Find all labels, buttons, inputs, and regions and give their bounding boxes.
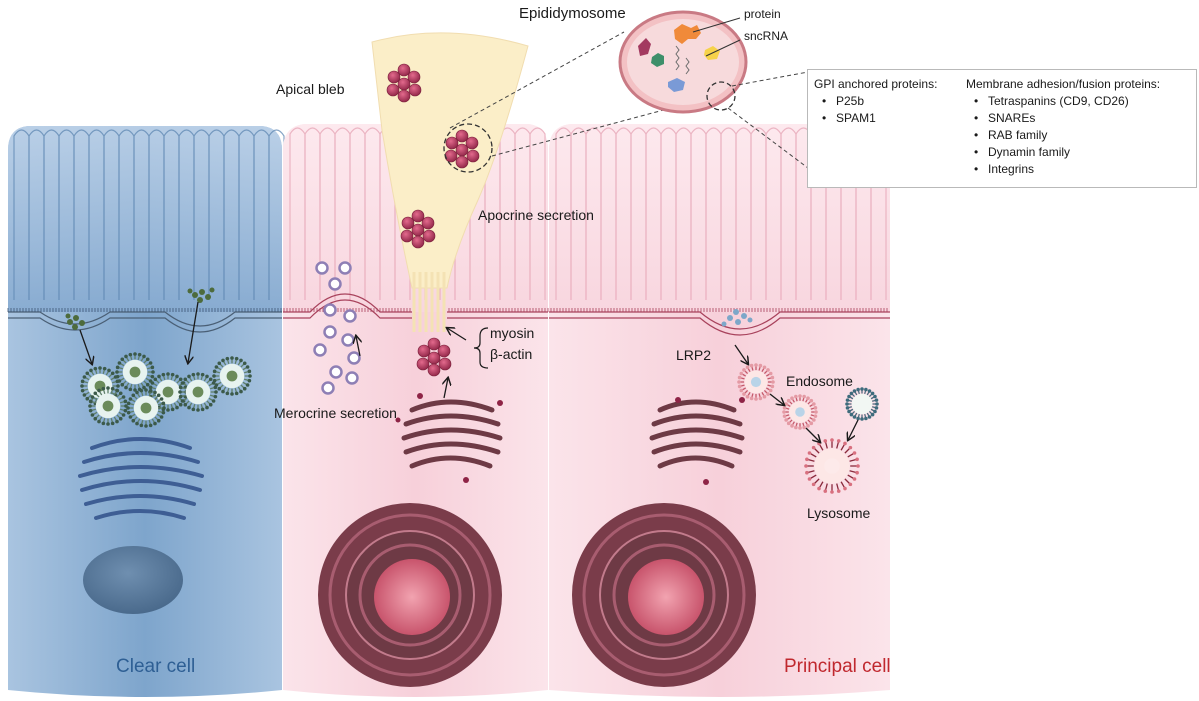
epididymosome-inset	[618, 10, 748, 114]
clear-cell-coated-vesicles	[80, 352, 252, 428]
clear-cell-vesicle-cluster-2	[187, 287, 215, 303]
clear-cell-arrow-2	[188, 301, 199, 363]
exosome-cluster	[444, 129, 480, 169]
apocrine-arrow-2	[444, 378, 448, 399]
membrane-column: Membrane adhesion/fusion proteins: Tetra…	[966, 77, 1160, 178]
beta-actin-label: β-actin	[490, 346, 533, 362]
gpi-item: SPAM1	[822, 110, 937, 127]
apocrine-arrow-1	[447, 328, 467, 341]
golgi-vesicles-right	[675, 397, 745, 485]
lrp2-label: LRP2	[676, 347, 712, 363]
clear-cell-membrane	[8, 311, 282, 333]
coated-vesicle	[80, 366, 120, 406]
actin-filaments	[412, 272, 446, 332]
membrane-item: RAB family	[974, 127, 1160, 144]
membrane-list: Tetraspanins (CD9, CD26) SNAREs RAB fami…	[966, 93, 1160, 178]
protein-icon	[638, 24, 720, 92]
coated-vesicle	[212, 356, 252, 396]
membrane-item: Tetraspanins (CD9, CD26)	[974, 93, 1160, 110]
merocrine-secretion-label: Merocrine secretion	[274, 405, 397, 421]
exosome-cluster	[400, 209, 436, 249]
clear-cell-nucleus	[83, 546, 183, 614]
sncrna-label: sncRNA	[744, 29, 789, 43]
coated-vesicle	[845, 387, 879, 421]
clear-cell-arrow-1	[79, 329, 92, 364]
membrane-title: Membrane adhesion/fusion proteins:	[966, 77, 1161, 91]
principal-nucleus-right	[572, 503, 756, 687]
protein-info-box: GPI anchored proteins: P25b SPAM1 Membra…	[807, 69, 1197, 188]
coated-vesicle	[178, 372, 218, 412]
endosome-vesicles	[737, 363, 879, 494]
apocrine-secretion-label: Apocrine secretion	[478, 207, 594, 223]
zoom-line-4	[727, 107, 809, 169]
myosin-actin-brace	[473, 327, 489, 369]
endosome	[782, 394, 818, 430]
bleb-zoom-circle	[443, 123, 493, 173]
exosome-cluster	[416, 337, 452, 377]
protein-label: protein	[744, 7, 781, 21]
exosome-cluster	[386, 63, 422, 103]
coated-vesicle	[126, 388, 166, 428]
clear-cell-vesicle-cluster-1	[65, 313, 85, 330]
myosin-label: myosin	[490, 325, 535, 341]
lrp2-arrow	[734, 344, 748, 364]
gpi-title: GPI anchored proteins:	[814, 77, 938, 91]
clear-cell-golgi	[78, 437, 204, 520]
protein-pointer	[692, 17, 741, 33]
principal-cell-label: Principal cell	[784, 656, 891, 677]
coated-vesicle	[88, 386, 128, 426]
clear-cell-label: Clear cell	[116, 656, 196, 677]
bleb-vesicle-clusters	[386, 63, 480, 377]
merocrine-arrow	[356, 336, 360, 357]
epididymosome-label: Epididymosome	[519, 5, 626, 22]
gpi-list: P25b SPAM1	[814, 93, 937, 127]
membrane-item: Dynamin family	[974, 144, 1160, 161]
principal-cell-membrane	[283, 293, 890, 336]
membrane-item: SNAREs	[974, 110, 1160, 127]
membrane-item: Integrins	[974, 161, 1160, 178]
principal-golgi-left	[401, 399, 503, 469]
zoom-line-2	[491, 103, 687, 157]
coated-vesicle	[115, 352, 155, 392]
membrane-zoom-circle	[706, 81, 736, 111]
endosome-label: Endosome	[786, 373, 853, 389]
zoom-line-1	[449, 31, 625, 129]
early-endosome	[737, 363, 775, 401]
zoom-line-3	[731, 71, 809, 87]
gpi-item: P25b	[822, 93, 937, 110]
lysosome-label: Lysosome	[807, 505, 871, 521]
sncrna-pointer	[705, 39, 741, 57]
gpi-column: GPI anchored proteins: P25b SPAM1	[814, 77, 937, 127]
apical-bleb-label: Apical bleb	[276, 81, 345, 97]
principal-golgi-right	[649, 399, 745, 469]
endosome-arrow-2	[805, 427, 820, 442]
endocytosed-cargo	[721, 309, 753, 327]
sncrna-icon	[675, 45, 690, 75]
endosome-arrow-1	[769, 393, 784, 405]
endosome-arrow-3	[848, 419, 859, 440]
lysosome	[804, 438, 860, 494]
golgi-vesicles-left	[395, 393, 503, 483]
principal-nucleus-left	[318, 503, 502, 687]
